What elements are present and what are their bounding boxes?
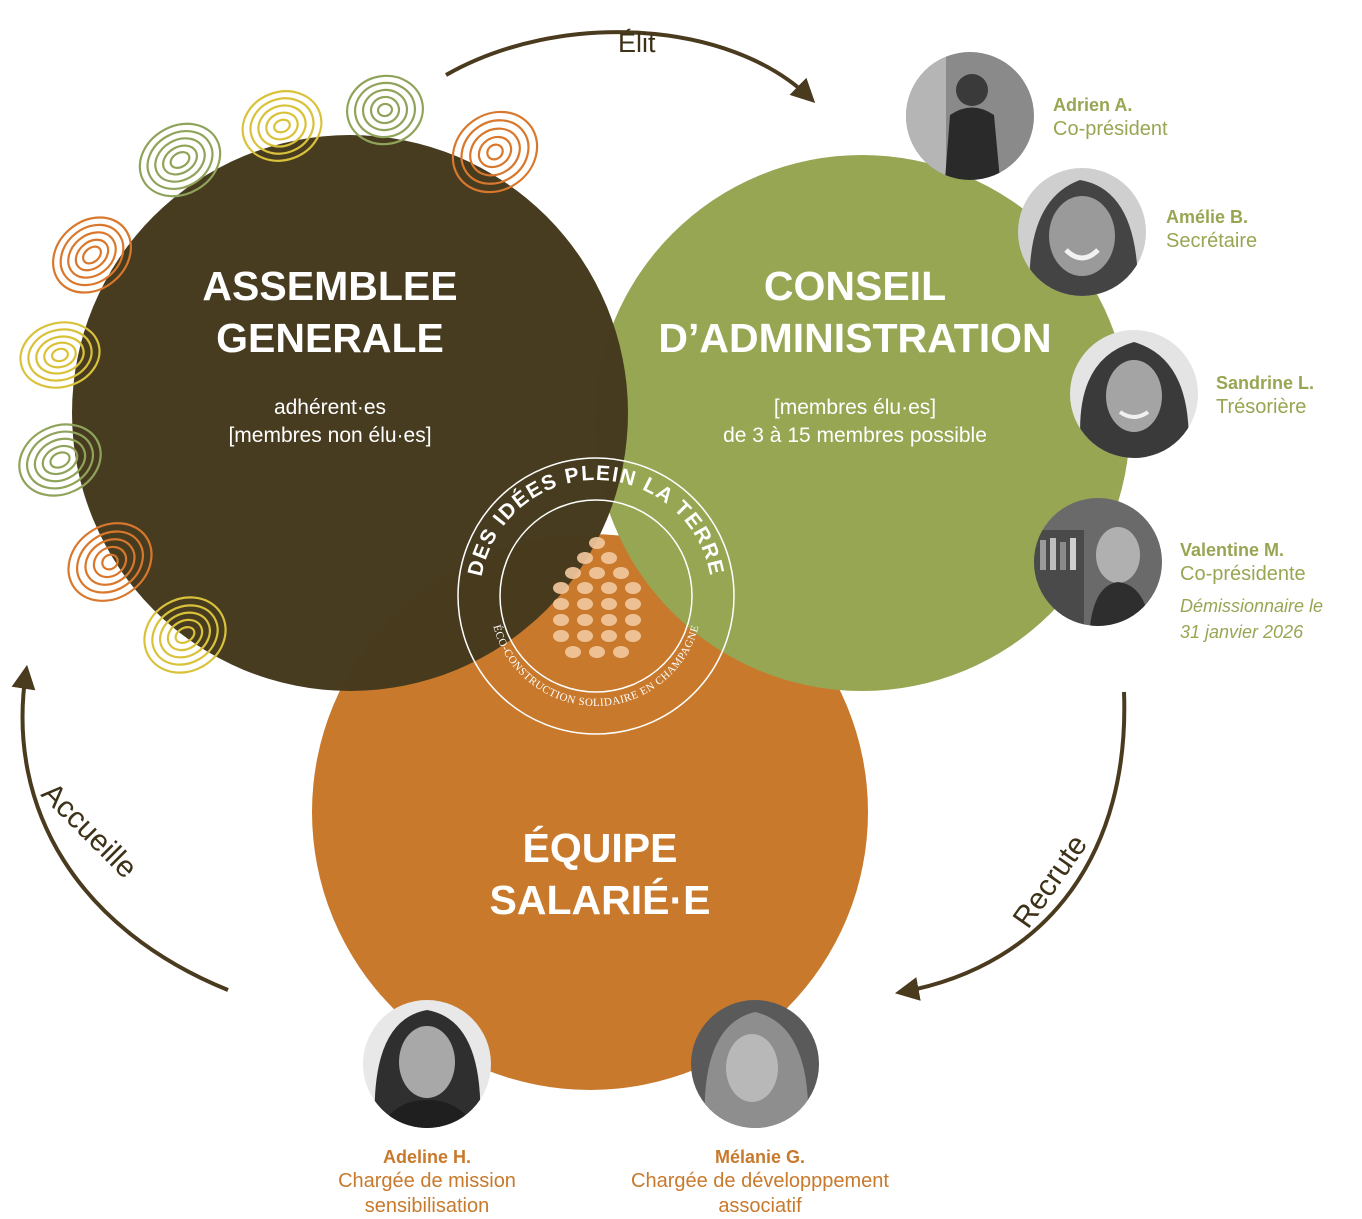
assemblee-sub-line2: [membres non élu·es] <box>228 424 432 447</box>
assemblee-title-line1: ASSEMBLEE <box>202 263 458 309</box>
staff-role-line1: Chargée de développpement <box>631 1170 889 1192</box>
board-member-adrien: Adrien A. Co-président <box>1053 94 1168 142</box>
assemblee-circle <box>72 135 628 691</box>
equipe-title: ÉQUIPE SALARIÉ·E <box>430 822 770 926</box>
avatar <box>1070 330 1198 458</box>
fingerprint-icon <box>19 321 101 389</box>
board-member-amelie: Amélie B. Secrétaire <box>1166 206 1257 254</box>
staff-role-line1: Chargée de mission <box>338 1170 516 1192</box>
conseil-subtitle: [membres élu·es] de 3 à 15 membres possi… <box>640 394 1070 450</box>
fingerprint-icon <box>138 122 222 198</box>
flow-label-elit: Élit <box>618 28 656 58</box>
member-name: Valentine M. <box>1180 540 1285 560</box>
equipe-title-line2: SALARIÉ·E <box>489 877 711 923</box>
assemblee-sub-line1: adhérent·es <box>273 396 387 419</box>
staff-role-line2: associatif <box>718 1195 802 1217</box>
staff-member-adeline: Adeline H. Chargée de mission sensibilis… <box>297 1146 557 1219</box>
avatar <box>1034 498 1162 626</box>
conseil-sub-line1: [membres élu·es] <box>773 396 937 419</box>
staff-name: Mélanie G. <box>714 1147 806 1167</box>
fingerprint-icon <box>451 110 539 194</box>
staff-name: Adeline H. <box>382 1147 471 1167</box>
conseil-title-line1: CONSEIL <box>763 263 947 309</box>
staff-role-line2: sensibilisation <box>364 1195 490 1217</box>
conseil-title: CONSEIL D’ADMINISTRATION <box>630 260 1080 364</box>
member-name: Sandrine L. <box>1216 373 1315 393</box>
conseil-title-line2: D’ADMINISTRATION <box>658 315 1052 361</box>
assemblee-title: ASSEMBLEE GENERALE <box>150 260 510 364</box>
avatar <box>691 1000 819 1128</box>
assemblee-title-line2: GENERALE <box>216 315 444 361</box>
member-role: Trésorière <box>1216 396 1307 418</box>
avatar <box>363 1000 491 1128</box>
member-note-line2: 31 janvier 2026 <box>1180 622 1304 642</box>
member-role: Co-président <box>1053 118 1168 140</box>
flow-label-accueille: Accueille <box>35 777 143 885</box>
fingerprint-icon <box>52 216 132 294</box>
assemblee-subtitle: adhérent·es [membres non élu·es] <box>140 394 520 450</box>
member-note: Démissionnaire le 31 janvier 2026 <box>1180 593 1323 645</box>
member-note-line1: Démissionnaire le <box>1180 596 1324 616</box>
board-member-valentine: Valentine M. Co-présidente Démissionnair… <box>1180 539 1323 645</box>
accueille-arrow <box>11 664 229 992</box>
member-name: Amélie B. <box>1166 207 1249 227</box>
equipe-title-line1: ÉQUIPE <box>522 825 678 871</box>
fingerprint-icon <box>241 90 323 162</box>
member-role: Co-présidente <box>1180 563 1306 585</box>
avatar <box>906 52 1034 180</box>
fingerprint-icon <box>143 596 227 674</box>
fingerprint-icon <box>67 522 153 602</box>
avatar <box>1018 168 1146 296</box>
member-role: Secrétaire <box>1166 230 1258 252</box>
conseil-sub-line2: de 3 à 15 membres possible <box>723 424 987 447</box>
fingerprints-decoration <box>18 74 539 674</box>
fingerprint-icon <box>346 74 424 146</box>
fingerprint-icon <box>18 423 102 497</box>
logo-triangle <box>553 537 641 658</box>
equipe-circle <box>312 534 868 1090</box>
member-name: Adrien A. <box>1053 95 1133 115</box>
elit-arrow <box>445 30 816 104</box>
staff-member-melanie: Mélanie G. Chargée de développpement ass… <box>585 1146 935 1219</box>
board-member-sandrine: Sandrine L. Trésorière <box>1216 372 1314 420</box>
recrute-arrow <box>894 691 1127 1001</box>
